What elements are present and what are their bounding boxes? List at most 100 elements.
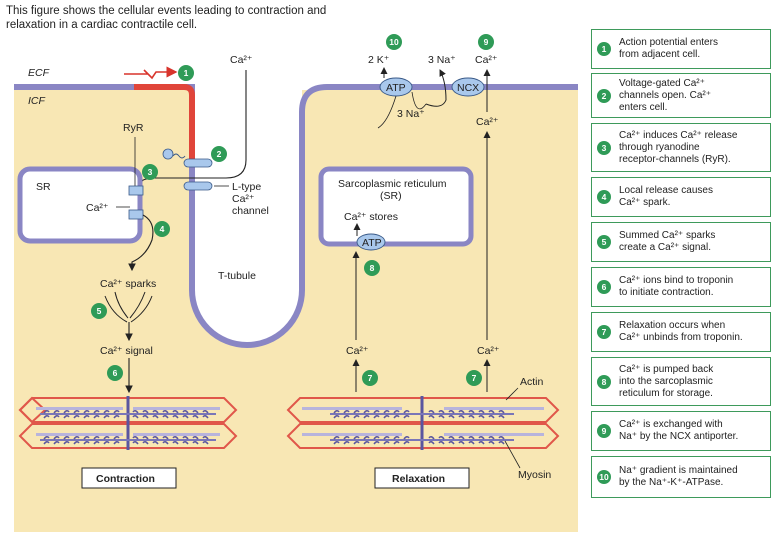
action-potential-arrow: [124, 66, 178, 80]
myosin-head: [53, 435, 60, 440]
myosin-head: [53, 440, 60, 445]
step-text-line: Ca²⁺ is exchanged with: [619, 419, 723, 430]
myosin-head: [162, 414, 169, 419]
myosin-head: [403, 440, 410, 445]
myosin-head: [448, 440, 455, 445]
ryr-channel-lower: [128, 209, 144, 220]
myosin-head: [438, 409, 445, 414]
myosin-head: [353, 435, 360, 440]
myosin-head: [383, 435, 390, 440]
cell-membrane: [14, 84, 578, 348]
myosin-head: [428, 435, 435, 440]
step-badge-10: 10: [386, 34, 402, 50]
step-number-badge: 10: [597, 470, 611, 484]
step-number-badge: 5: [597, 235, 611, 249]
myosin-head: [333, 409, 340, 414]
step-number-badge: 7: [597, 325, 611, 339]
myosin-head: [458, 414, 465, 419]
contraction-label: Contraction: [96, 473, 155, 485]
myosin-head: [498, 414, 505, 419]
myosin-head: [363, 440, 370, 445]
l-type-label-1: L-type: [232, 181, 261, 193]
myosin-head: [438, 440, 445, 445]
myosin-head: [142, 435, 149, 440]
myosin-head: [448, 414, 455, 419]
myosin-head: [192, 440, 199, 445]
figure-caption: This figure shows the cellular events le…: [6, 5, 327, 31]
sr-title-line2: (SR): [380, 190, 402, 202]
myosin-head: [103, 440, 110, 445]
t-tubule-label: T-tubule: [218, 270, 256, 282]
myosin-head: [478, 409, 485, 414]
myosin-head: [468, 435, 475, 440]
myosin-head: [152, 409, 159, 414]
myosin-head: [73, 414, 80, 419]
myosin-head: [192, 435, 199, 440]
myosin-head: [103, 409, 110, 414]
svg-text:10: 10: [389, 37, 399, 47]
myosin-head: [478, 435, 485, 440]
myosin-head: [458, 409, 465, 414]
svg-text:5: 5: [97, 306, 102, 316]
ca-in-label: Ca²⁺: [476, 116, 499, 128]
step-text-line: into the sarcoplasmic: [619, 375, 713, 387]
ca-spark-arrow: [128, 214, 154, 272]
myosin-head: [393, 414, 400, 419]
step-number-badge: 9: [597, 424, 611, 438]
step-text-line: Ca²⁺ induces Ca²⁺ release: [619, 129, 738, 141]
myosin-head: [113, 409, 120, 414]
myosin-head: [162, 435, 169, 440]
step-badge-1: 1: [178, 65, 194, 81]
myosin-head: [162, 440, 169, 445]
step-badge-9: 9: [478, 34, 494, 50]
myosin-head: [488, 435, 495, 440]
ecf-label: ECF: [28, 67, 50, 79]
step-text-line: through ryanodine: [619, 141, 700, 153]
step-badge-7: 7: [362, 370, 378, 386]
myosin-head: [363, 409, 370, 414]
myosin-head: [488, 414, 495, 419]
ca-relax-right-label: Ca²⁺: [477, 345, 500, 357]
myosin-head: [438, 414, 445, 419]
step-text-line: Relaxation occurs when: [619, 320, 726, 331]
myosin-head: [373, 440, 380, 445]
na-out-label: 3 Na⁺: [428, 54, 456, 66]
myosin-head: [113, 435, 120, 440]
myosin-head: [63, 435, 70, 440]
myosin-head: [498, 435, 505, 440]
myosin-head: [448, 435, 455, 440]
relaxation-box: [374, 467, 470, 489]
myosin-head: [383, 414, 390, 419]
step-number-badge: 4: [597, 190, 611, 204]
k-label: 2 K⁺: [368, 54, 390, 66]
icf-label: ICF: [28, 95, 46, 107]
myosin-head: [192, 409, 199, 414]
myosin-head: [93, 409, 100, 414]
atp-sr-label: ATP: [362, 237, 382, 249]
myosin-head: [132, 440, 139, 445]
step-text-line: receptor-channels (RyR).: [619, 153, 731, 165]
myosin-head: [383, 409, 390, 414]
step-text-line: Summed Ca²⁺ sparks: [619, 230, 716, 241]
step-text-line: from adjacent cell.: [619, 49, 701, 60]
myosin-head: [182, 409, 189, 414]
svg-text:8: 8: [370, 263, 375, 273]
contraction-box: [81, 467, 177, 489]
l-type-label-2: Ca²⁺: [232, 193, 255, 205]
myosin-head: [333, 435, 340, 440]
svg-text:3: 3: [148, 167, 153, 177]
step-number-badge: 3: [597, 140, 611, 155]
myosin-head: [438, 435, 445, 440]
step-badge-2: 2: [211, 146, 227, 162]
step-text-line: Na⁺ by the NCX antiporter.: [619, 431, 739, 442]
actin-label: Actin: [520, 376, 544, 388]
step-text-line: Na⁺ gradient is maintained: [619, 465, 738, 476]
myosin-head: [73, 440, 80, 445]
myosin-head: [142, 440, 149, 445]
